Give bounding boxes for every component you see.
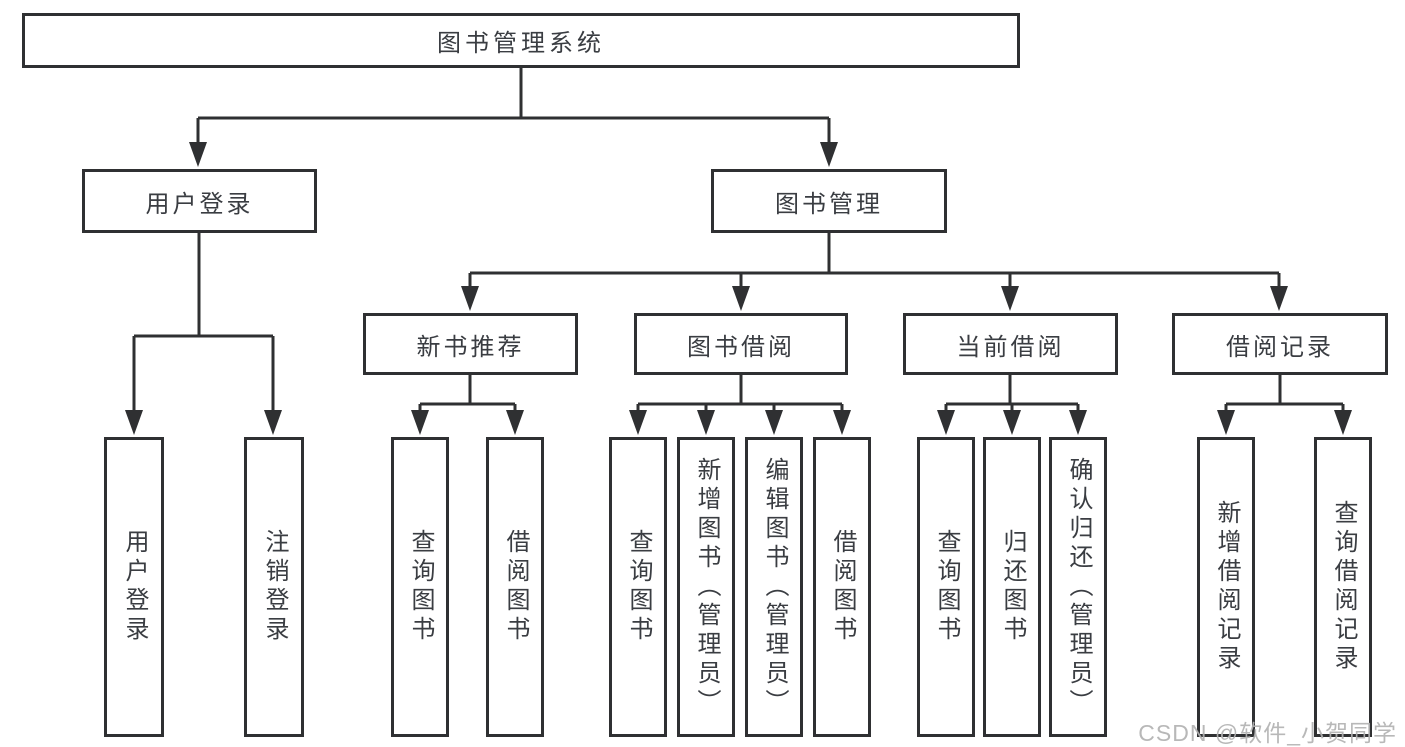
- arrow-down-icon: [765, 410, 783, 435]
- leaf-box-logout: 注销登录: [244, 437, 304, 737]
- root-box-library-system: 图书管理系统: [22, 13, 1020, 68]
- arrow-down-icon: [1270, 286, 1288, 311]
- arrow-down-icon: [125, 410, 143, 435]
- group-box-book-borrow: 图书借阅: [634, 313, 848, 375]
- leaf-box-add-books-admin: 新增图书（管理员）: [677, 437, 735, 737]
- group-box-new-book-recommend: 新书推荐: [363, 313, 578, 375]
- branch-box-book-management: 图书管理: [711, 169, 947, 233]
- arrow-down-icon: [1069, 410, 1087, 435]
- arrow-down-icon: [506, 410, 524, 435]
- arrow-down-icon: [411, 410, 429, 435]
- leaf-box-add-borrow-record: 新增借阅记录: [1197, 437, 1255, 737]
- arrow-down-icon: [833, 410, 851, 435]
- arrow-down-icon: [629, 410, 647, 435]
- group-box-current-borrow: 当前借阅: [903, 313, 1118, 375]
- leaf-box-user-login: 用户登录: [104, 437, 164, 737]
- arrow-down-icon: [732, 286, 750, 311]
- leaf-box-query-books-current: 查询图书: [917, 437, 975, 737]
- leaf-box-edit-books-admin: 编辑图书（管理员）: [745, 437, 803, 737]
- arrow-down-icon: [820, 142, 838, 167]
- arrow-down-icon: [697, 410, 715, 435]
- arrow-down-icon: [1001, 286, 1019, 311]
- group-box-borrow-records: 借阅记录: [1172, 313, 1388, 375]
- leaf-box-query-books-recommend: 查询图书: [391, 437, 449, 737]
- leaf-box-confirm-return-admin: 确认归还（管理员）: [1049, 437, 1107, 737]
- leaf-box-query-books-borrow: 查询图书: [609, 437, 667, 737]
- leaf-box-borrow-books: 借阅图书: [813, 437, 871, 737]
- arrow-down-icon: [1217, 410, 1235, 435]
- arrow-down-icon: [189, 142, 207, 167]
- arrow-down-icon: [1334, 410, 1352, 435]
- arrow-down-icon: [937, 410, 955, 435]
- branch-box-user-login: 用户登录: [82, 169, 317, 233]
- arrow-down-icon: [264, 410, 282, 435]
- arrow-down-icon: [461, 286, 479, 311]
- watermark: CSDN @软件_小贺同学: [1138, 720, 1397, 746]
- arrow-down-icon: [1003, 410, 1021, 435]
- tree-edges: [132, 68, 1345, 414]
- leaf-box-query-borrow-record: 查询借阅记录: [1314, 437, 1372, 737]
- arrowheads: [125, 142, 1352, 435]
- leaf-box-return-books: 归还图书: [983, 437, 1041, 737]
- leaf-box-borrow-books-recommend: 借阅图书: [486, 437, 544, 737]
